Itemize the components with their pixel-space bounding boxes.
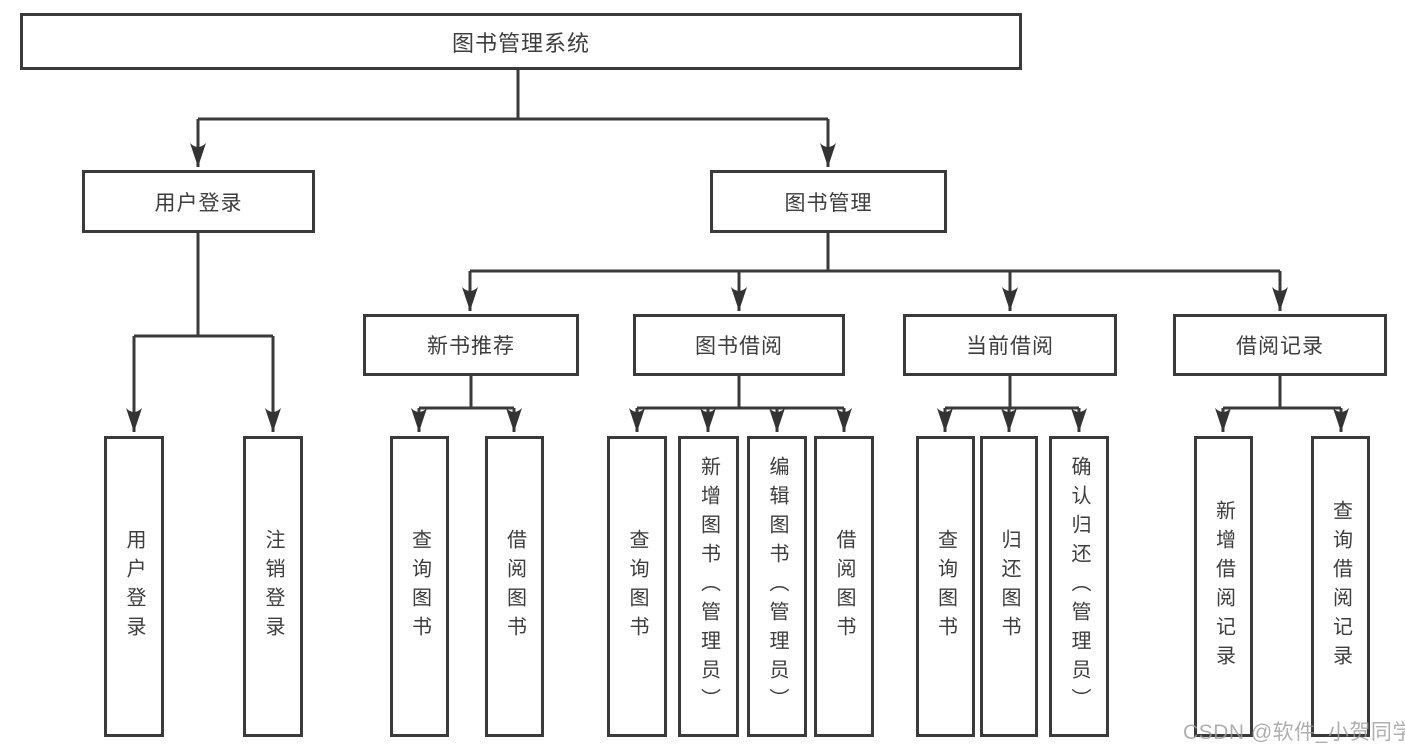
node-borrow-records: 借阅记录 [1173, 314, 1387, 376]
leaf-logout: 注销登录 [243, 436, 303, 737]
node-user-login: 用户登录 [82, 170, 315, 233]
leaf-query-books-recommend: 查询图书 [390, 436, 449, 737]
leaf-borrow-books: 借阅图书 [814, 436, 874, 737]
leaf-query-books-borrow: 查询图书 [607, 436, 667, 737]
leaf-confirm-return-admin: 确认归还（管理员） [1049, 436, 1109, 737]
leaf-query-borrow-record: 查询借阅记录 [1311, 436, 1370, 737]
node-current-borrow: 当前借阅 [903, 314, 1117, 376]
leaf-edit-books-admin: 编辑图书（管理员） [747, 436, 807, 737]
node-book-borrow: 图书借阅 [633, 314, 845, 376]
leaf-return-books: 归还图书 [980, 436, 1038, 737]
node-new-book-recommend: 新书推荐 [363, 314, 579, 376]
leaf-query-books-current: 查询图书 [916, 436, 975, 737]
leaf-user-login: 用户登录 [104, 436, 164, 737]
node-book-management: 图书管理 [710, 170, 947, 233]
leaf-borrow-books-recommend: 借阅图书 [485, 436, 544, 737]
leaf-add-borrow-record: 新增借阅记录 [1194, 436, 1253, 737]
node-root-library-management-system: 图书管理系统 [20, 13, 1022, 70]
leaf-add-books-admin: 新增图书（管理员） [678, 436, 739, 737]
csdn-watermark: CSDN @软件_小贺同学 [1183, 721, 1405, 744]
